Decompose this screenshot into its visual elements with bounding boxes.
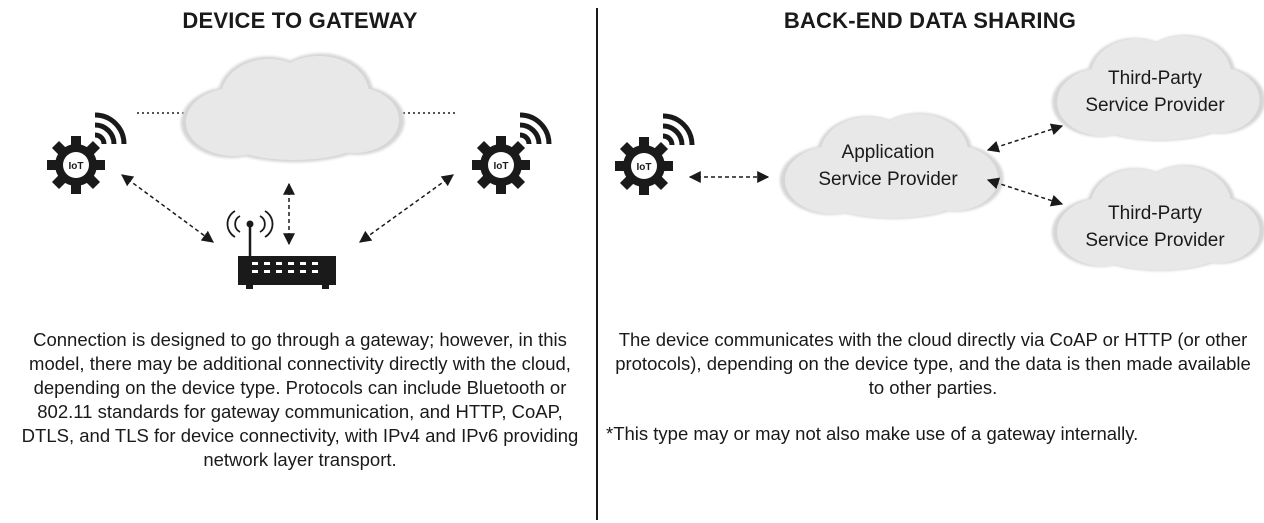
cloud-third-party-top: Third-Party Service Provider bbox=[1052, 34, 1264, 141]
third-party-top-label-line1: Third-Party bbox=[1108, 68, 1202, 89]
left-panel-caption: Connection is designed to go through a g… bbox=[21, 329, 579, 470]
iot-device-icon: IoT bbox=[472, 136, 530, 194]
third-party-bottom-label-line2: Service Provider bbox=[1085, 230, 1225, 251]
right-panel-caption: The device communicates with the cloud d… bbox=[615, 329, 1251, 398]
arrow-device-to-gateway-right bbox=[359, 174, 454, 243]
third-party-bottom-label-line1: Third-Party bbox=[1108, 203, 1202, 224]
third-party-top-label-line2: Service Provider bbox=[1085, 95, 1225, 116]
svg-text:IoT: IoT bbox=[494, 161, 509, 172]
panel-divider bbox=[596, 8, 598, 520]
gateway-footnote: *This type may or may not also make use … bbox=[606, 423, 1139, 444]
iot-device-icon: IoT bbox=[615, 137, 673, 195]
svg-text:IoT: IoT bbox=[69, 161, 84, 172]
wifi-signal-icon bbox=[95, 115, 124, 144]
app-provider-label-line1: Application bbox=[842, 142, 935, 163]
left-panel-title: DEVICE TO GATEWAY bbox=[182, 8, 418, 33]
svg-text:IoT: IoT bbox=[637, 162, 652, 173]
right-panel-title: BACK-END DATA SHARING bbox=[783, 8, 1077, 33]
arrow-device-to-gateway-left bbox=[121, 174, 214, 243]
wifi-signal-icon bbox=[520, 115, 549, 144]
app-provider-label-line2: Service Provider bbox=[818, 169, 958, 190]
cloud-icon bbox=[180, 53, 405, 163]
arrow-app-to-third-party-bottom bbox=[986, 177, 1064, 207]
wifi-signal-icon bbox=[663, 116, 692, 145]
cloud-third-party-bottom: Third-Party Service Provider bbox=[1052, 164, 1264, 271]
cloud-application-service-provider: Application Service Provider bbox=[779, 112, 1004, 219]
diagram-canvas: IoT IoT bbox=[47, 34, 1264, 289]
iot-device-icon: IoT bbox=[47, 136, 105, 194]
router-icon bbox=[226, 210, 336, 289]
arrow-app-to-third-party-top bbox=[986, 123, 1064, 153]
